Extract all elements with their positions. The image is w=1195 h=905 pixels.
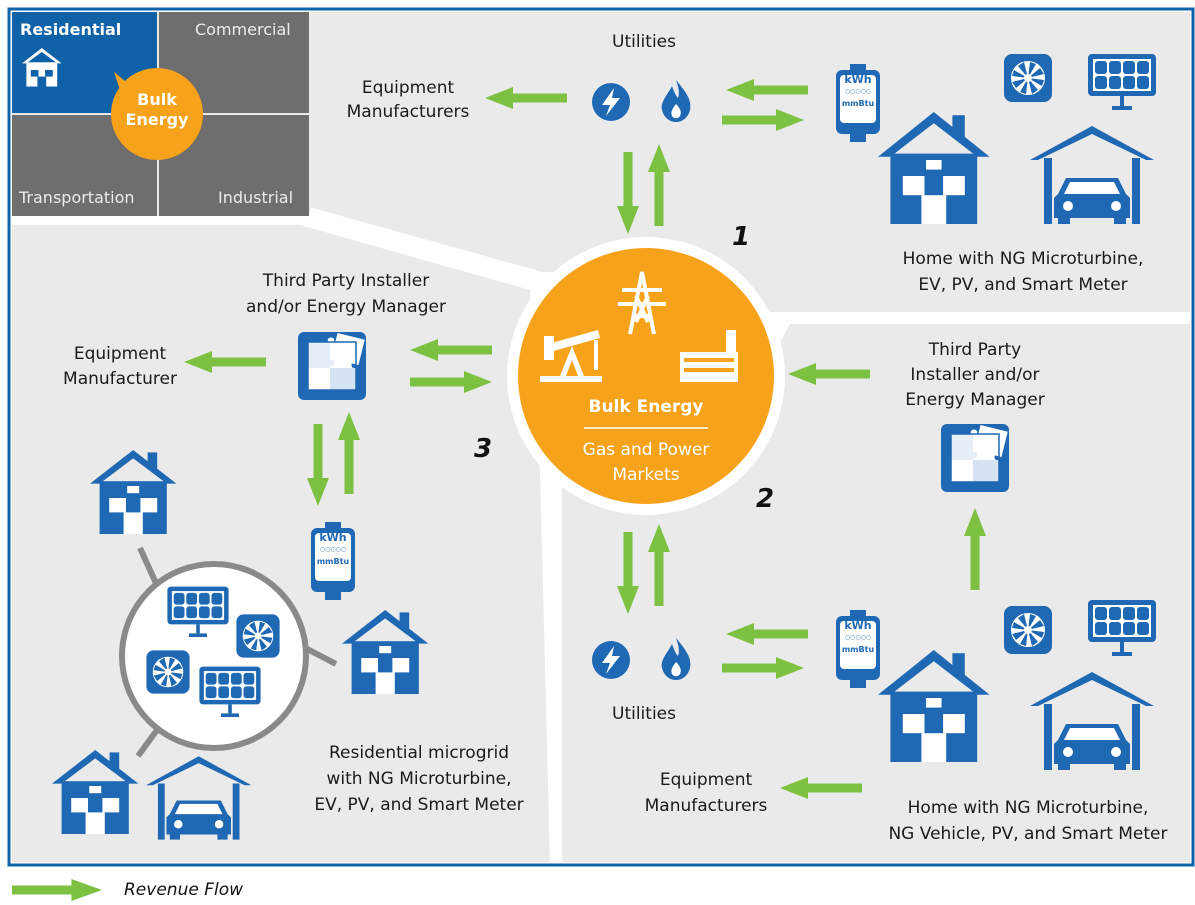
hub-sub-line1: Gas and Power (582, 440, 710, 460)
equipment-manufacturers-label-1: Equipment Manufacturers (328, 76, 488, 124)
microturbine-icon (146, 650, 190, 694)
meter1-unit1: kWh (844, 73, 872, 86)
factory-icon (680, 330, 738, 382)
meter3-unit2: mmBtu (316, 557, 350, 566)
quadrant-commercial-label: Commercial (195, 20, 291, 39)
installer3-line1: Third Party Installer (262, 271, 430, 291)
microturbine-icon (236, 614, 280, 658)
equip1-line1: Equipment (361, 78, 455, 98)
meter3-unit1: kWh (319, 531, 347, 544)
equipment-manufacturer-label-3: Equipment Manufacturer (40, 342, 200, 392)
equip2-line2: Manufacturers (644, 796, 768, 816)
puzzle-icon (940, 423, 1010, 493)
micro-line1: Residential microgrid (329, 743, 509, 763)
installer-2-caption: Third Party Installer and/or Energy Mana… (880, 338, 1070, 413)
oil-pumpjack-icon (540, 330, 602, 382)
home-2-caption: Home with NG Microturbine, NG Vehicle, P… (868, 795, 1188, 847)
sector-quadrant-key (12, 12, 309, 216)
scenario-number-2: 2 (756, 484, 775, 514)
puzzle-icon (297, 331, 367, 401)
meter1-dots: ○○○○○ (844, 88, 872, 95)
bulk-energy-badge-label: Bulk Energy (111, 90, 203, 130)
quadrant-transportation-label: Transportation (19, 188, 135, 207)
meter-face-1: kWh ○○○○○ mmBtu (838, 74, 878, 110)
equip3-line2: Manufacturer (63, 369, 177, 389)
lightning-icon (592, 641, 630, 679)
installer2-line2: Installer and/or (910, 365, 1040, 385)
bulk-label-line2: Energy (125, 110, 189, 129)
transmission-tower-icon (618, 271, 666, 335)
installer2-line3: Energy Manager (905, 390, 1045, 410)
utilities-label-1: Utilities (612, 32, 676, 52)
home2-line2: NG Vehicle, PV, and Smart Meter (888, 824, 1168, 844)
home2-line1: Home with NG Microturbine, (907, 798, 1149, 818)
utilities-label-2: Utilities (612, 704, 676, 724)
legend-label: Revenue Flow (124, 880, 244, 900)
installer-3-caption: Third Party Installer and/or Energy Mana… (206, 268, 486, 320)
quadrant-industrial-label: Industrial (218, 188, 294, 207)
home1-line2: EV, PV, and Smart Meter (918, 275, 1128, 295)
home-1-caption: Home with NG Microturbine, EV, PV, and S… (868, 246, 1178, 298)
scenario-number-3: 3 (474, 434, 493, 464)
hub-title: Bulk Energy (588, 397, 704, 417)
meter3-dots: ○○○○○ (319, 546, 347, 553)
hub-subtitle: Gas and Power Markets (560, 438, 732, 488)
equipment-manufacturers-label-2: Equipment Manufacturers (626, 767, 786, 819)
meter2-unit2: mmBtu (841, 645, 875, 654)
lightning-icon (592, 83, 630, 121)
micro-line2: with NG Microturbine, (326, 769, 512, 789)
bulk-energy-hub (507, 237, 785, 515)
microgrid-caption: Residential microgrid with NG Microturbi… (294, 740, 544, 818)
micro-line3: EV, PV, and Smart Meter (314, 795, 524, 815)
meter-face-3: kWh ○○○○○ mmBtu (313, 532, 353, 568)
equip1-line2: Manufacturers (346, 102, 470, 122)
microturbine-icon (1004, 606, 1052, 654)
equip2-line1: Equipment (659, 770, 753, 790)
legend-arrow (12, 879, 103, 901)
meter2-dots: ○○○○○ (844, 634, 872, 641)
installer3-line2: and/or Energy Manager (246, 297, 446, 317)
meter1-unit2: mmBtu (841, 99, 875, 108)
microturbine-icon (1004, 54, 1052, 102)
installer2-line1: Third Party (928, 340, 1022, 360)
meter-face-2: kWh ○○○○○ mmBtu (838, 620, 878, 656)
bulk-label-line1: Bulk (137, 90, 177, 109)
home1-line1: Home with NG Microturbine, (902, 249, 1144, 269)
bulk-energy-badge (111, 68, 203, 160)
house-icon (22, 48, 62, 87)
equip3-line1: Equipment (73, 344, 167, 364)
hub-sub-line2: Markets (612, 465, 680, 485)
scenario-number-1: 1 (732, 222, 751, 252)
quadrant-residential-label: Residential (20, 20, 122, 39)
meter2-unit1: kWh (844, 619, 872, 632)
